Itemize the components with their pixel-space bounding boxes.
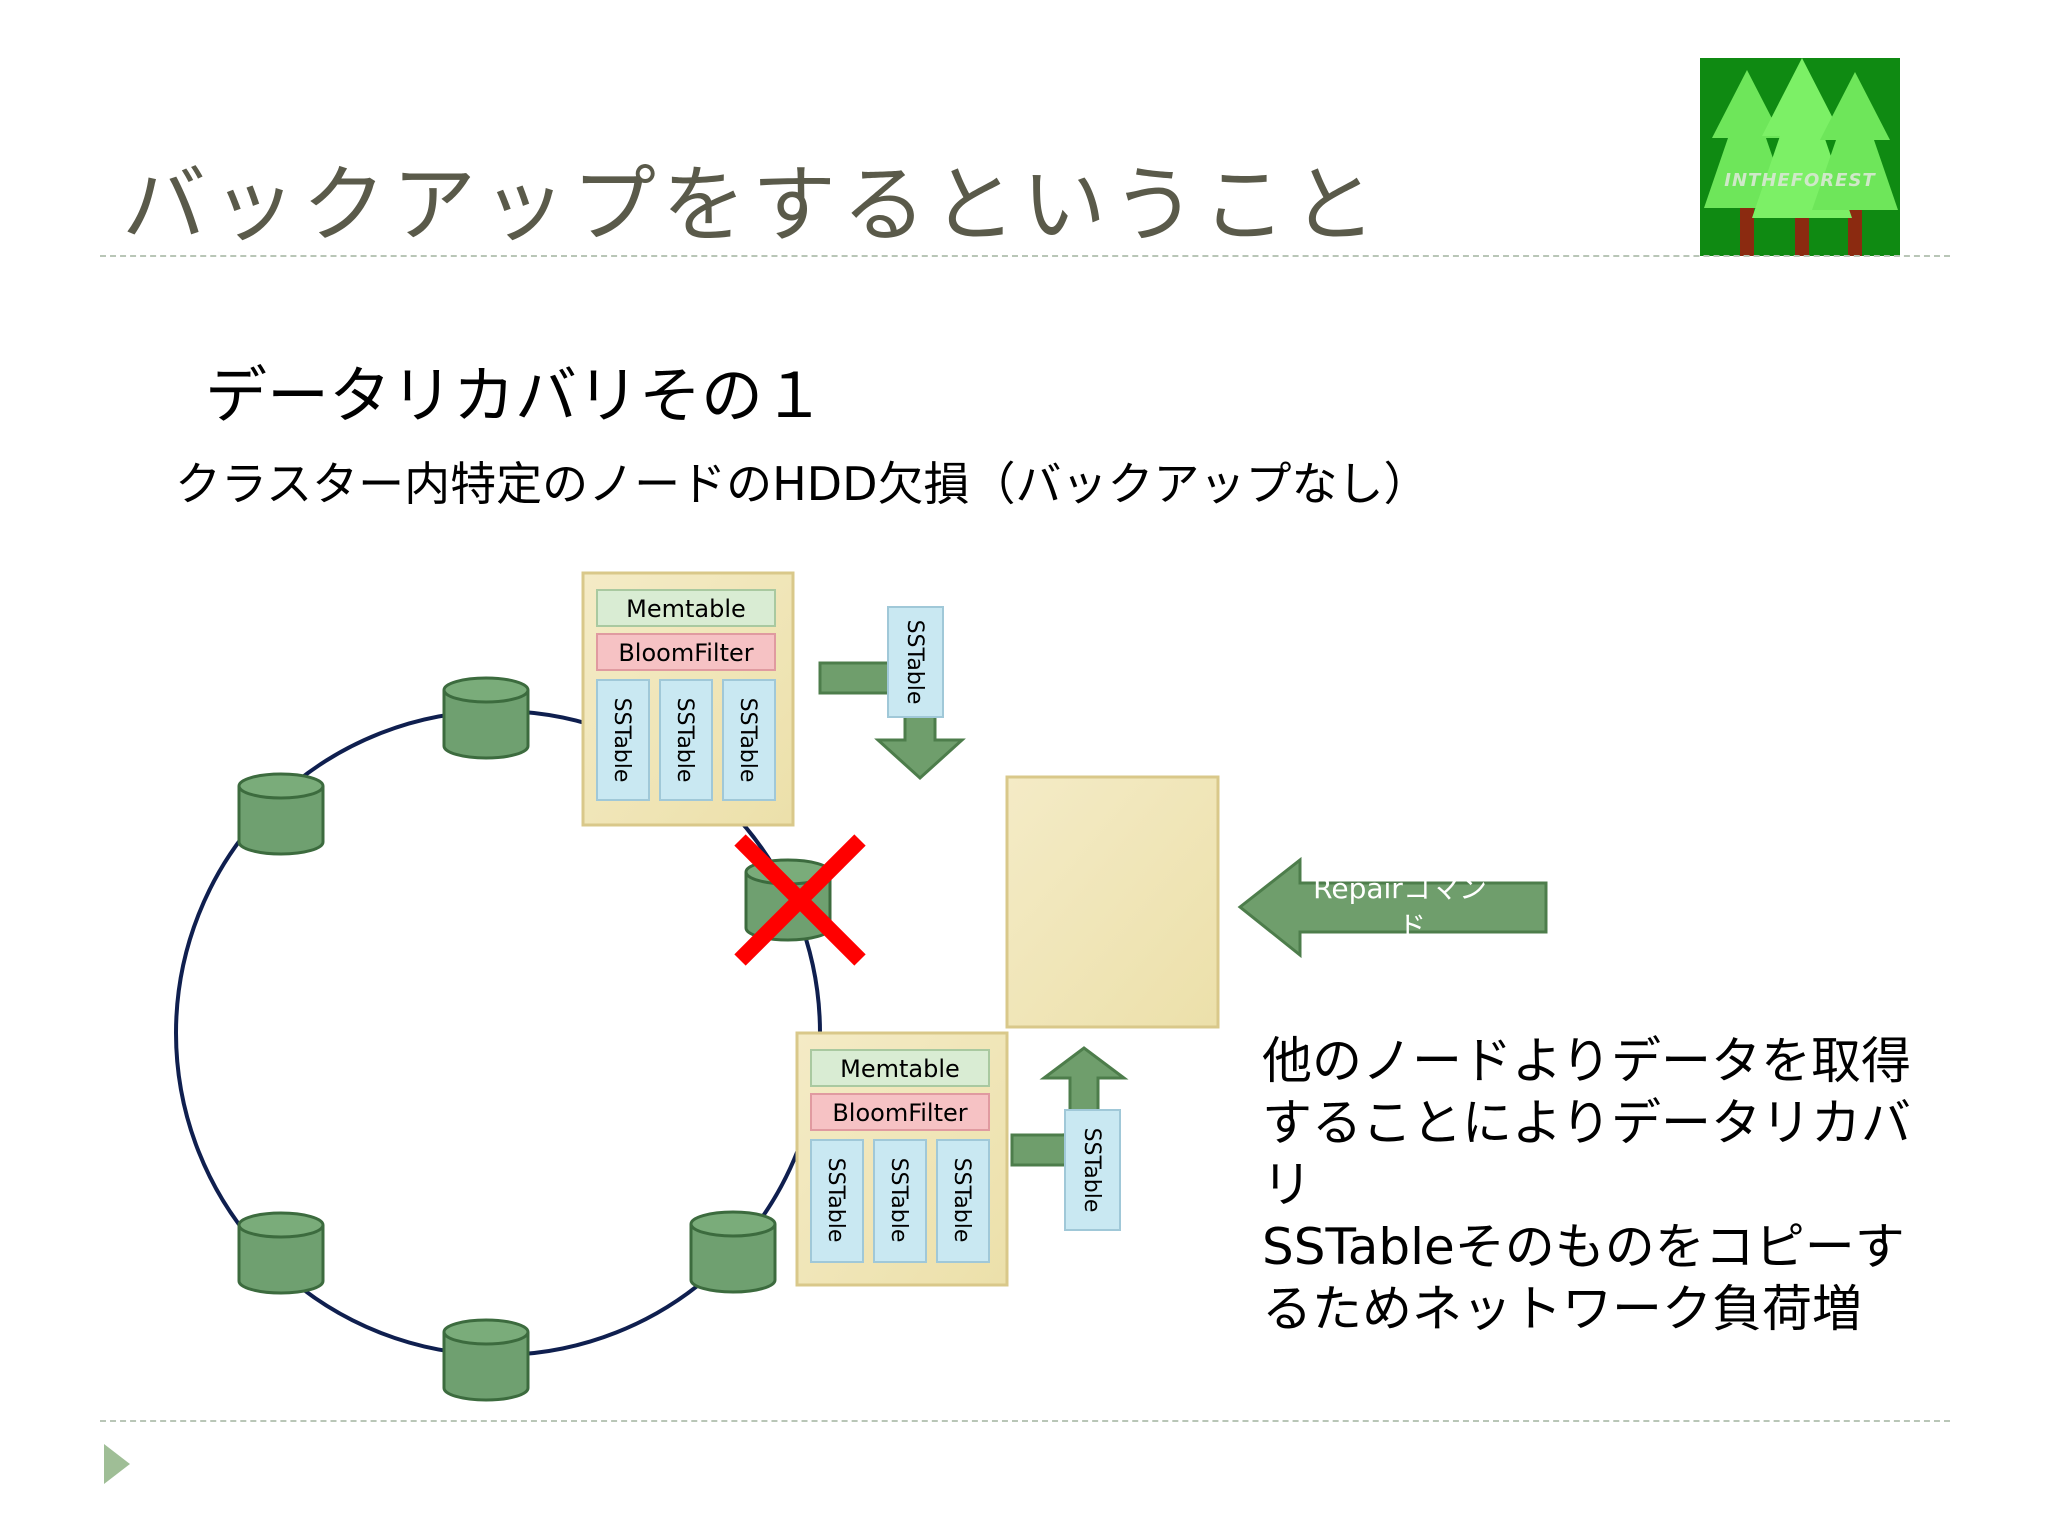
slide-subtitle: データリカバリその１	[205, 359, 826, 432]
sstable-box	[873, 1139, 927, 1263]
node-cylinder	[237, 772, 325, 856]
repair-command-arrow	[1237, 856, 1548, 959]
notes-line-2: SSTableそのものをコピーするためネットワーク負荷増	[1262, 1216, 1952, 1340]
sstable-label: SSTable	[886, 1158, 911, 1243]
node-cylinder	[442, 1318, 530, 1402]
tree-logo-icon	[1704, 58, 1898, 256]
sstable-box	[659, 679, 713, 801]
sstable-label: SSTable	[609, 698, 634, 783]
repair-command-label-line2: ド	[1398, 910, 1426, 943]
sstable-box	[936, 1139, 990, 1263]
memtable-label: Memtable	[840, 1055, 960, 1083]
description-prefix: クラスター内特定のノードの	[175, 457, 773, 511]
x-mark-icon	[734, 834, 866, 966]
sstable-box	[810, 1139, 864, 1263]
notes-line-1: 他のノードよりデータを取得することによりデータリカバリ	[1262, 1032, 1911, 1214]
sstable-label: SSTable	[672, 698, 697, 783]
sstable-label: SSTable	[735, 698, 760, 783]
flying-sstable-top-label: SSTable	[902, 620, 927, 705]
header-divider	[100, 255, 1950, 257]
notes-line-2-prefix: SSTable	[1262, 1218, 1455, 1276]
memtable-label: Memtable	[626, 595, 746, 623]
sstable-label: SSTable	[949, 1158, 974, 1243]
flying-sstable-bottom-label: SSTable	[1079, 1128, 1104, 1213]
flying-sstable-bottom	[1064, 1109, 1121, 1231]
sstable-label: SSTable	[823, 1158, 848, 1243]
notes-line-2-suffix: そのものをコピーするためネットワーク負荷増	[1262, 1218, 1905, 1338]
node-storage-bottom: Memtable BloomFilter SSTable SSTable SST…	[795, 1031, 1009, 1287]
node-cylinder	[689, 1210, 777, 1294]
logo-wordmark: INTHEFOREST	[1724, 170, 1876, 191]
node-cylinder	[237, 1211, 325, 1295]
description-hdd: HDD	[772, 457, 878, 511]
footer-divider	[100, 1420, 1950, 1422]
sstable-box	[722, 679, 776, 801]
logo-image: INTHEFOREST	[1700, 58, 1900, 256]
repair-command-label-line1: Repairコマン	[1313, 872, 1487, 905]
bloomfilter-label: BloomFilter	[832, 1099, 967, 1127]
replacement-node-box	[1005, 775, 1220, 1029]
slide-footer-arrow-icon	[104, 1444, 130, 1484]
recovery-notes: 他のノードよりデータを取得することによりデータリカバリ SSTableそのものを…	[1262, 1030, 1952, 1340]
memtable-box	[810, 1049, 990, 1087]
bloomfilter-label: BloomFilter	[618, 639, 753, 667]
sstable-box	[596, 679, 650, 801]
node-cylinder	[442, 676, 530, 760]
memtable-box	[596, 589, 776, 627]
bloomfilter-box	[810, 1093, 990, 1131]
node-storage-top: Memtable BloomFilter SSTable SSTable SST…	[581, 571, 795, 827]
description-suffix: 欠損（バックアップなし）	[877, 457, 1430, 511]
slide-description: クラスター内特定のノードのHDD欠損（バックアップなし）	[175, 448, 1430, 514]
bloomfilter-box	[596, 633, 776, 671]
flying-sstable-top	[887, 606, 944, 718]
slide-title: バックアップをするということ	[122, 156, 1383, 254]
